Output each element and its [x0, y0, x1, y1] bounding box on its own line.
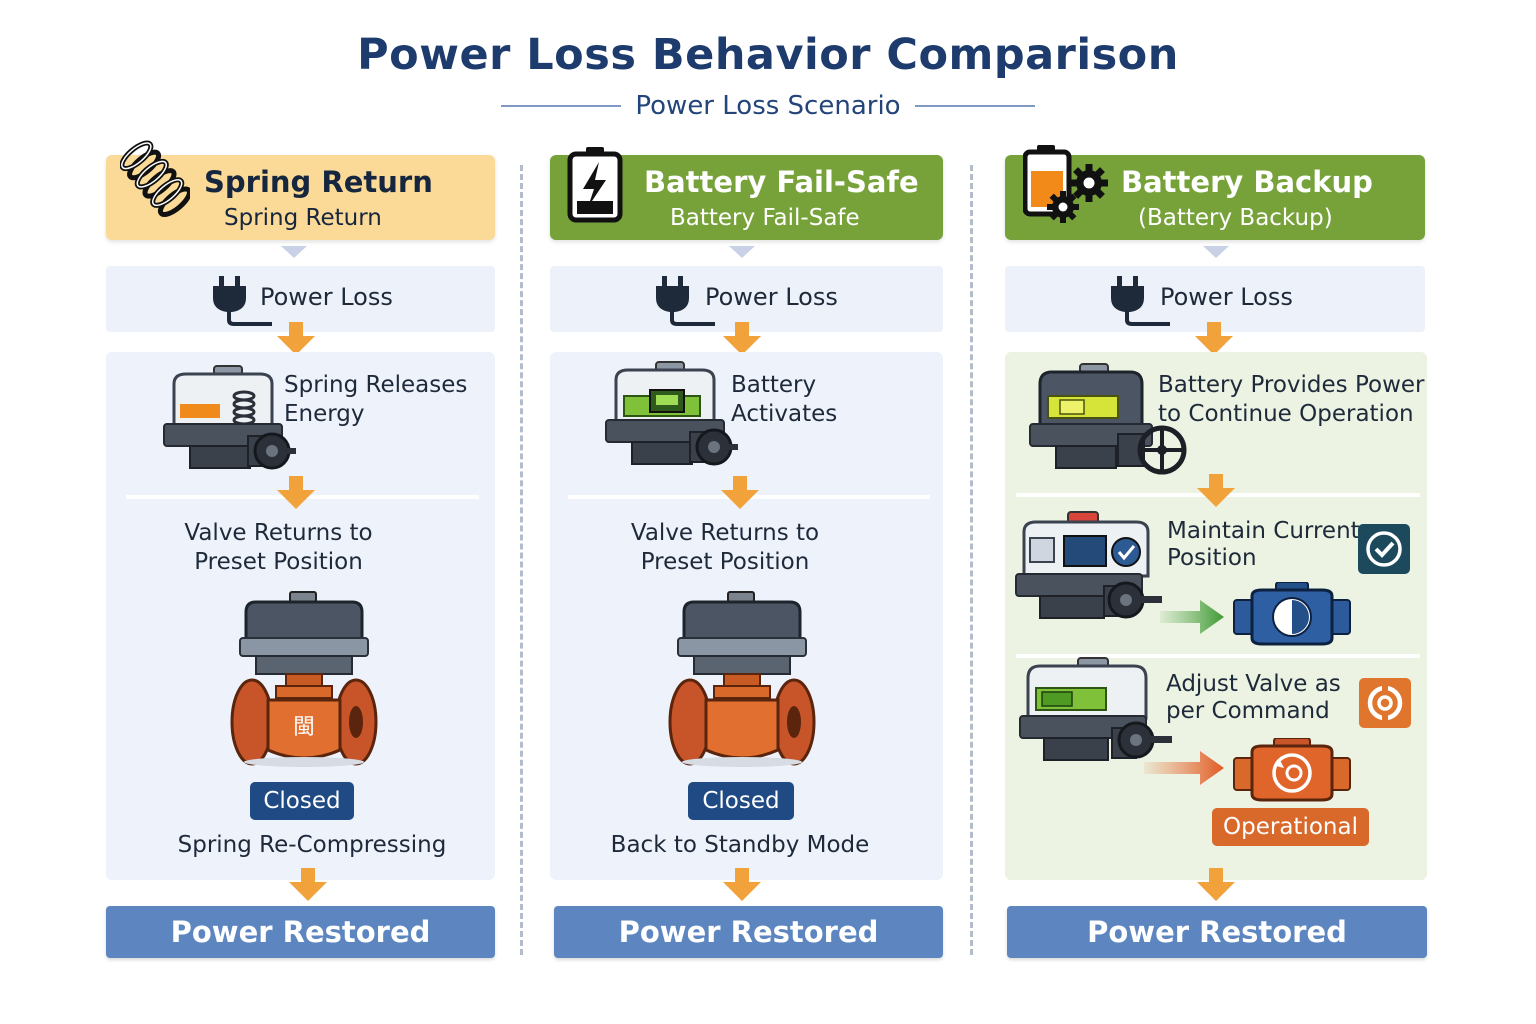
- down-arrow-icon: [1197, 474, 1235, 507]
- header-title: Battery Fail-Safe: [644, 165, 919, 199]
- plug-icon: [1108, 276, 1172, 328]
- column-divider-2: [970, 165, 973, 955]
- power-loss-label: Power Loss: [1160, 283, 1293, 311]
- valve-closed-icon: 閩: [228, 590, 380, 770]
- power-loss-label: Power Loss: [705, 283, 838, 311]
- actuator-battery-icon: [602, 358, 752, 473]
- column-divider-1: [520, 165, 523, 955]
- note-text: Back to Standby Mode: [610, 832, 870, 858]
- spring-icon: [120, 135, 190, 221]
- step1-line2: Energy: [284, 401, 365, 427]
- down-arrow-icon: [721, 476, 759, 509]
- checkmark-icon: [1357, 523, 1411, 575]
- header-subtitle: Battery Fail-Safe: [670, 205, 860, 231]
- page-subtitle: Power Loss Scenario: [635, 91, 901, 121]
- header-battery-failsafe: Battery Fail-Safe Battery Fail-Safe: [550, 147, 943, 240]
- notch-pointer: [281, 246, 307, 258]
- step2-line2: Preset Position: [640, 549, 810, 575]
- valve-operational-icon: [1232, 738, 1354, 804]
- step1-line1: Spring Releases: [284, 372, 468, 398]
- page-title: Power Loss Behavior Comparison: [357, 30, 1179, 80]
- step2-text: Valve Returns to Preset Position: [550, 519, 900, 577]
- note-text: Spring Re-Compressing: [177, 832, 447, 858]
- status-badge: Operational: [1212, 808, 1369, 846]
- adjust-cycle-icon: [1358, 677, 1412, 729]
- step2-line1: Valve Returns to: [184, 520, 373, 546]
- step2-line2: Preset Position: [194, 549, 363, 575]
- subtitle-row: Power Loss Scenario: [0, 88, 1536, 124]
- power-loss-box: Power Loss: [1005, 266, 1425, 332]
- actuator-hold-icon: [1012, 510, 1170, 630]
- step1-line2: to Continue Operation: [1158, 401, 1414, 427]
- step1-line1: Battery: [731, 372, 817, 398]
- header-battery-backup: Battery Backup (Battery Backup): [1005, 145, 1425, 240]
- status-badge: Closed: [250, 782, 354, 820]
- power-loss-label: Power Loss: [260, 283, 393, 311]
- step1-text: Battery Provides Power to Continue Operat…: [1158, 371, 1425, 429]
- down-arrow-icon: [289, 868, 327, 901]
- step2-line1: Valve Returns to: [630, 520, 820, 546]
- step1-line2: Activates: [731, 401, 838, 427]
- orange-arrow-icon: [1144, 748, 1226, 788]
- power-loss-box: Power Loss: [550, 266, 943, 332]
- actuator-battery-dark-icon: [1026, 362, 1191, 477]
- subtitle-line-left: [501, 105, 622, 107]
- step3-line2: per Command: [1166, 698, 1330, 724]
- power-restored-bar: Power Restored: [1007, 906, 1427, 958]
- header-subtitle: Spring Return: [224, 205, 382, 231]
- down-arrow-icon: [1195, 322, 1233, 355]
- power-restored-bar: Power Restored: [106, 906, 495, 958]
- step2-text: Valve Returns to Preset Position: [106, 519, 451, 577]
- header-title: Battery Backup: [1121, 165, 1373, 199]
- step3-line1: Adjust Valve as: [1166, 671, 1341, 697]
- subtitle-line-right: [914, 105, 1035, 107]
- power-restored-bar: Power Restored: [554, 906, 943, 958]
- header-subtitle: (Battery Backup): [1138, 205, 1333, 231]
- plug-icon: [653, 276, 717, 328]
- notch-pointer: [1203, 246, 1229, 258]
- step1-line1: Battery Provides Power: [1158, 372, 1425, 398]
- valve-held-icon: [1232, 582, 1354, 648]
- actuator-adjust-icon: [1016, 656, 1176, 771]
- header-title: Spring Return: [204, 165, 433, 199]
- valve-closed-icon: [666, 590, 818, 770]
- step-separator: [1016, 654, 1420, 658]
- header-spring-return: Spring Return Spring Return: [106, 140, 495, 240]
- down-arrow-icon: [277, 322, 315, 355]
- down-arrow-icon: [723, 868, 761, 901]
- down-arrow-icon: [1197, 868, 1235, 901]
- down-arrow-icon: [277, 476, 315, 509]
- green-arrow-icon: [1160, 596, 1226, 638]
- battery-gears-icon: [1023, 145, 1109, 227]
- down-arrow-icon: [723, 322, 761, 355]
- battery-charging-icon: [566, 147, 624, 223]
- plug-icon: [210, 276, 274, 328]
- step2-line2: Position: [1167, 545, 1257, 571]
- status-badge: Closed: [688, 782, 794, 820]
- actuator-spring-icon: [160, 362, 310, 477]
- valve-mark: 閩: [293, 715, 315, 740]
- notch-pointer: [729, 246, 755, 258]
- power-loss-box: Power Loss: [106, 266, 495, 332]
- step2-line1: Maintain Current: [1167, 518, 1360, 544]
